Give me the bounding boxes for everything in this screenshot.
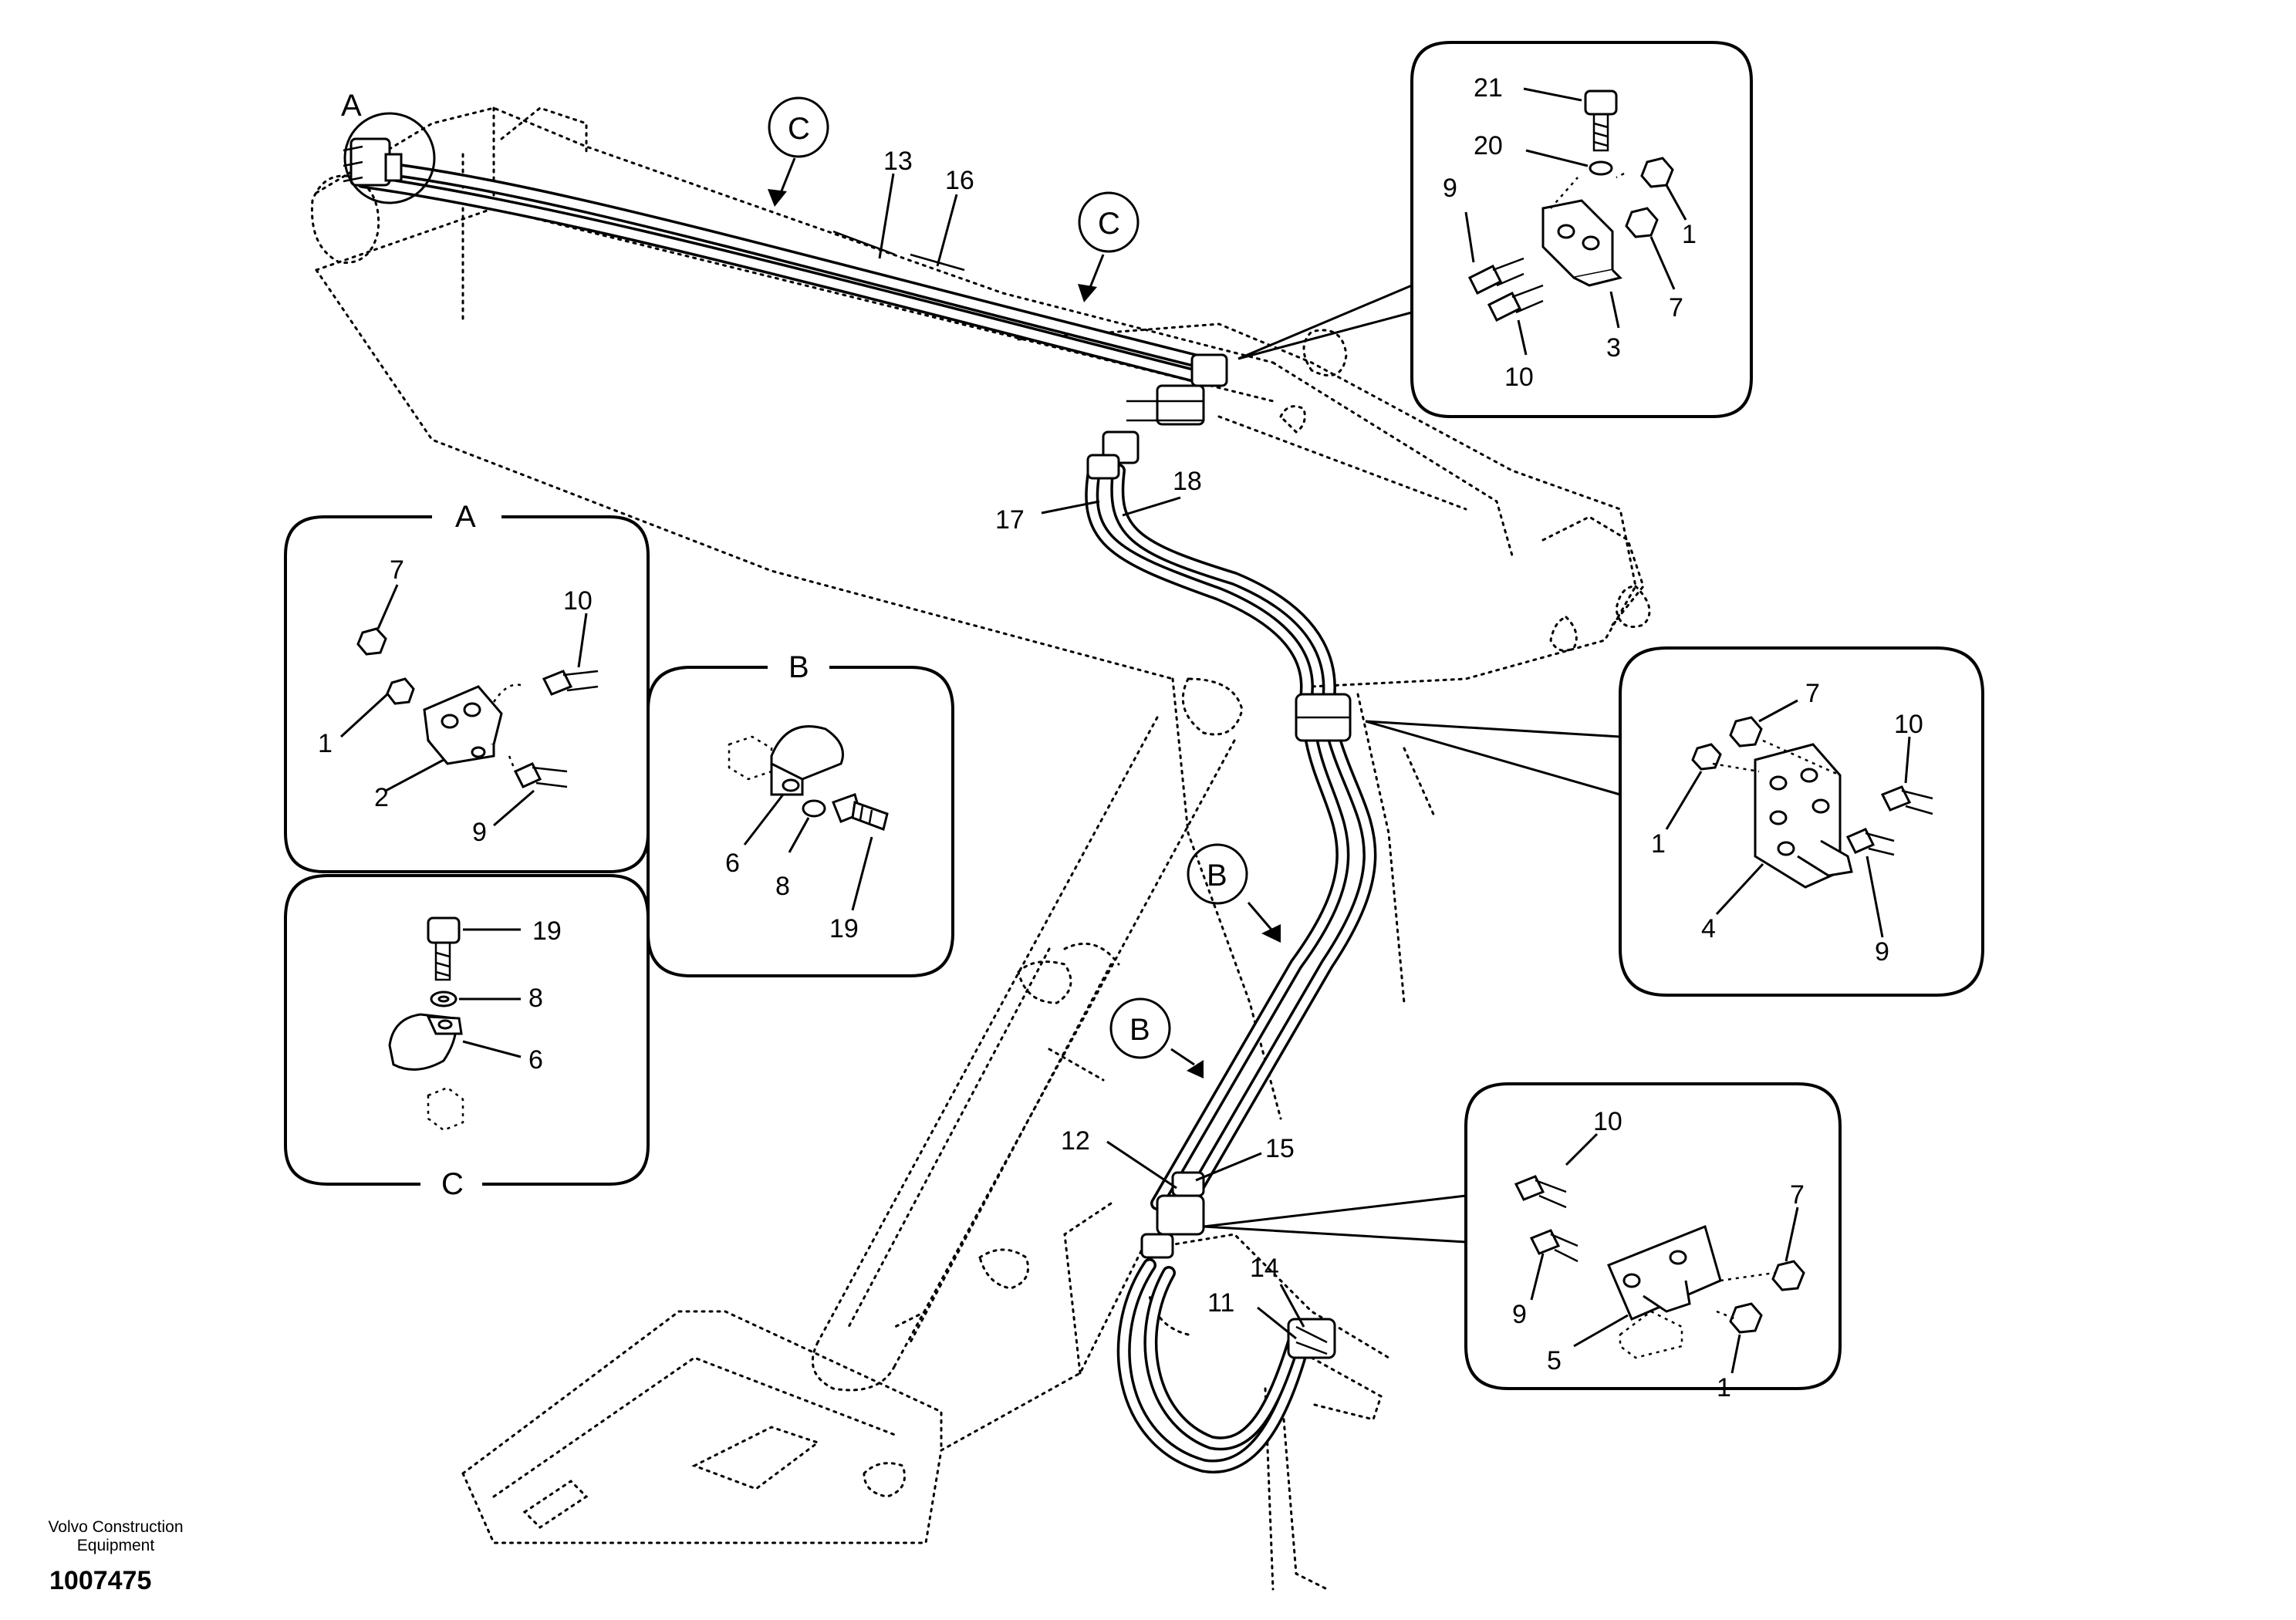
bottom-label-7: 7	[1790, 1180, 1805, 1210]
bottom-label-10: 10	[1593, 1107, 1622, 1136]
bottom-label-9: 9	[1512, 1300, 1527, 1329]
detail-right-labels: 7 10 1 4 9	[1651, 679, 1923, 967]
main-label-c1: C	[788, 112, 810, 146]
a-label-7: 7	[390, 555, 404, 585]
hose-13-16-upper	[356, 159, 1210, 385]
top-label-3: 3	[1606, 333, 1621, 363]
detail-top-labels: 21 20 9 1 7 10 3	[1443, 73, 1697, 392]
top-label-1: 1	[1682, 220, 1697, 249]
detail-a-circle	[343, 112, 436, 204]
c-label-6: 6	[528, 1045, 543, 1075]
right-label-7: 7	[1805, 679, 1820, 708]
c-label-8: 8	[528, 984, 543, 1013]
a-label-10: 10	[563, 586, 593, 616]
top-label-7: 7	[1669, 293, 1683, 322]
bottom-label-1: 1	[1717, 1373, 1731, 1402]
fitting-cluster-mid-joint	[1295, 693, 1352, 742]
detail-box-bottom	[1464, 1082, 1842, 1390]
detail-box-c	[284, 874, 650, 1200]
main-label-11: 11	[1207, 1288, 1234, 1318]
base-frame-outline	[461, 1202, 1390, 1591]
main-label-15: 15	[1265, 1134, 1295, 1163]
detail-box-a	[284, 501, 650, 873]
right-label-10: 10	[1894, 710, 1923, 739]
main-label-16: 16	[945, 166, 974, 195]
top-label-9: 9	[1443, 174, 1457, 203]
bottom-label-5: 5	[1547, 1346, 1562, 1375]
detail-connectors	[1203, 284, 1621, 1244]
detail-c-labels: C 19 8 6	[441, 916, 562, 1201]
a-label-2: 2	[374, 783, 389, 812]
main-label-12: 12	[1061, 1126, 1090, 1156]
detail-box-b	[647, 652, 954, 977]
right-label-1: 1	[1651, 829, 1666, 859]
detail-c-title: C	[441, 1167, 464, 1201]
main-leader-lines	[878, 173, 1305, 1340]
c-label-19: 19	[532, 916, 562, 946]
fitting-cluster-lower-joint	[1140, 1171, 1205, 1259]
b-label-8: 8	[775, 872, 790, 901]
brand-line-2: Equipment	[76, 1537, 155, 1554]
main-label-b2: B	[1129, 1013, 1150, 1047]
callout-b2	[1109, 997, 1204, 1078]
main-label-17: 17	[995, 505, 1025, 535]
hose-12-15	[1150, 734, 1377, 1210]
main-label-b1: B	[1207, 859, 1227, 893]
detail-box-right	[1619, 646, 1984, 997]
brand-line-1: Volvo Construction	[48, 1518, 184, 1536]
detail-b-title: B	[788, 650, 809, 684]
top-label-10: 10	[1504, 363, 1534, 392]
fitting-cluster-upper-joint	[1086, 353, 1228, 480]
main-label-a: A	[341, 89, 362, 123]
main-label-13: 13	[883, 147, 913, 176]
hose-11-14-loop	[1116, 1258, 1311, 1474]
detail-a-title: A	[455, 500, 476, 534]
fitting-cluster-a	[343, 137, 403, 187]
right-label-4: 4	[1701, 914, 1716, 943]
a-label-9: 9	[472, 818, 487, 847]
fitting-cluster-end	[1287, 1318, 1336, 1359]
brand-caption: Volvo Construction Equipment	[23, 1518, 208, 1555]
detail-a-labels: A 7 10 1 2 9	[318, 500, 593, 847]
drawing-number: 1007475	[49, 1566, 152, 1595]
detail-box-top	[1410, 41, 1753, 418]
hose-17-18	[1085, 456, 1336, 717]
b-label-6: 6	[725, 849, 740, 878]
a-label-1: 1	[318, 729, 333, 758]
detail-bottom-labels: 10 7 9 5 1	[1512, 1107, 1805, 1402]
b-label-19: 19	[829, 914, 859, 943]
callout-b1	[1187, 843, 1281, 943]
main-label-c2: C	[1098, 207, 1120, 241]
detail-b-labels: B 6 8 19	[725, 650, 859, 943]
cylinder-outline	[811, 716, 1236, 1392]
right-label-9: 9	[1875, 937, 1889, 967]
main-labels: A C C B B 13 16 17 18 12 15 11 14	[341, 89, 1295, 1318]
top-label-21: 21	[1474, 73, 1503, 103]
callout-c1	[768, 96, 829, 207]
main-label-14: 14	[1250, 1254, 1279, 1283]
top-label-20: 20	[1474, 131, 1503, 160]
callout-c2	[1078, 191, 1140, 302]
main-label-18: 18	[1173, 467, 1202, 496]
